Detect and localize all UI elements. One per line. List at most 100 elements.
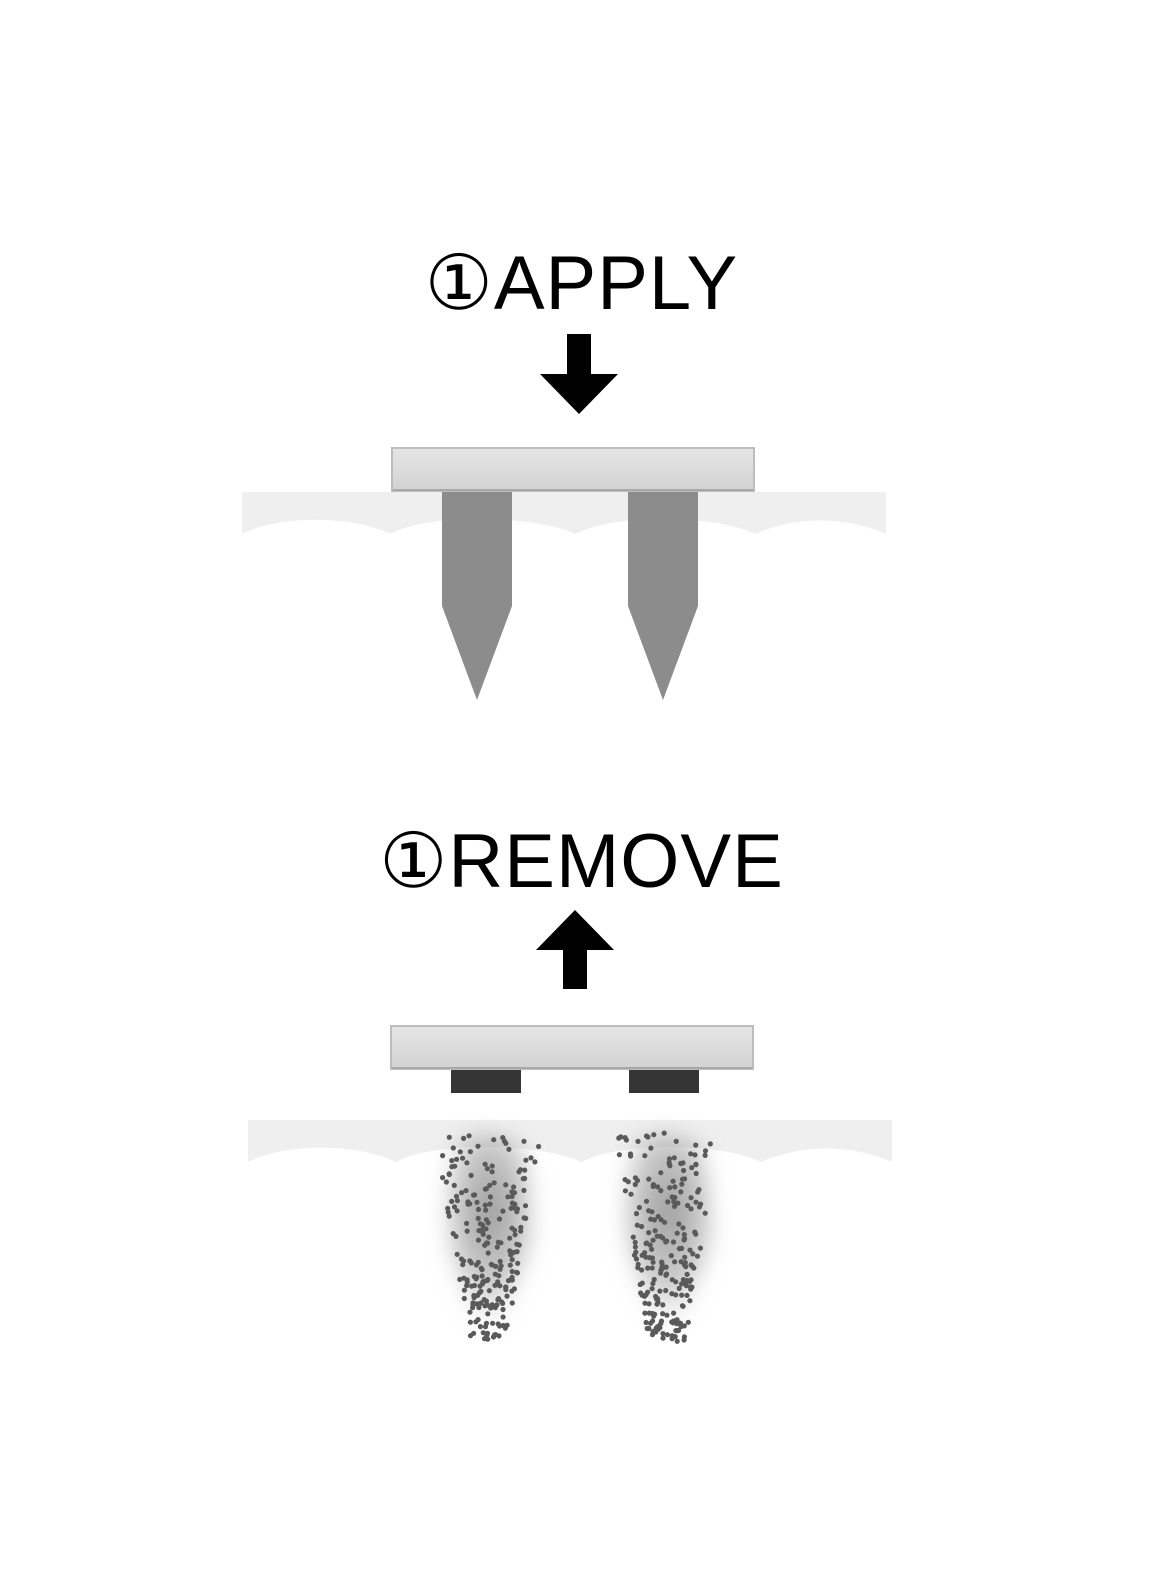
particle-dot — [669, 1277, 675, 1283]
particle-dot — [651, 1313, 657, 1319]
particle-dot — [670, 1239, 677, 1245]
particle-dot — [684, 1271, 690, 1277]
particle-dot — [663, 1287, 669, 1294]
particle-dot — [507, 1262, 513, 1268]
particle-dot — [482, 1324, 489, 1330]
particle-dot — [669, 1194, 675, 1200]
particle-dot — [696, 1204, 703, 1210]
particle-dot — [528, 1155, 534, 1161]
particle-dot — [639, 1267, 645, 1273]
particle-dot — [678, 1160, 684, 1167]
particle-dot — [688, 1151, 694, 1157]
particle-dot — [651, 1132, 657, 1138]
particle-dot — [514, 1241, 520, 1247]
particle-dot — [485, 1276, 491, 1283]
particle-dot — [461, 1258, 467, 1264]
particle-dot — [649, 1265, 655, 1271]
particle-dot — [512, 1201, 518, 1207]
particle-dot — [663, 1264, 669, 1270]
particle-dot — [634, 1222, 640, 1228]
particle-dot — [628, 1191, 634, 1197]
particle-dot — [678, 1259, 684, 1265]
particle-dot — [497, 1283, 503, 1289]
particle-dot — [464, 1160, 470, 1166]
particle-dot — [671, 1203, 678, 1209]
particle-dot — [503, 1287, 509, 1293]
particle-dot — [440, 1153, 446, 1159]
particle-dot — [671, 1155, 677, 1161]
particle-dot — [486, 1288, 492, 1294]
particle-dot — [475, 1143, 481, 1149]
particle-dot — [693, 1161, 699, 1167]
particle-dot — [646, 1301, 652, 1307]
particle-dot — [695, 1189, 701, 1195]
particle-dot — [485, 1250, 491, 1256]
particle-dot — [505, 1194, 511, 1200]
particle-dot — [487, 1194, 493, 1200]
particle-dot — [660, 1335, 666, 1341]
particle-dot — [687, 1247, 693, 1253]
particle-dot — [679, 1292, 685, 1298]
particle-dot — [674, 1338, 680, 1344]
particle-dot — [693, 1170, 699, 1177]
particle-dot — [676, 1221, 682, 1227]
particle-dot — [681, 1334, 688, 1340]
particle-dot — [469, 1283, 475, 1289]
particle-dot — [483, 1207, 489, 1213]
particle-dot — [453, 1193, 460, 1199]
particle-dot — [460, 1155, 466, 1161]
particle-dot — [650, 1183, 656, 1189]
particle-dot — [512, 1232, 518, 1238]
particle-dot — [471, 1330, 477, 1336]
particle-dot — [482, 1161, 488, 1167]
particle-dot — [670, 1320, 677, 1326]
particle-dot — [445, 1205, 451, 1211]
particle-dot — [446, 1171, 452, 1177]
particle-dot — [628, 1153, 634, 1159]
particle-dot — [616, 1152, 623, 1158]
particle-dot — [457, 1276, 463, 1282]
particle-dot — [503, 1182, 509, 1188]
particle-dot — [646, 1230, 652, 1236]
particle-dot — [687, 1298, 693, 1304]
particle-dot — [645, 1134, 651, 1140]
particle-dot — [682, 1236, 688, 1242]
particle-dot — [678, 1323, 684, 1330]
particle-dot — [479, 1273, 485, 1279]
particle-dot — [449, 1198, 455, 1204]
particle-dot — [532, 1159, 538, 1165]
particle-dot — [481, 1336, 488, 1342]
needle-stub — [451, 1070, 521, 1093]
particle-dot — [477, 1283, 483, 1289]
particle-dot — [508, 1205, 514, 1211]
particle-dot — [478, 1300, 484, 1306]
particle-dot — [514, 1249, 520, 1255]
particle-dot — [487, 1201, 493, 1207]
particle-dot — [658, 1318, 665, 1324]
particle-dot — [507, 1248, 513, 1254]
particle-dot — [684, 1292, 690, 1298]
particle-dot — [491, 1137, 497, 1143]
particle-dot — [688, 1195, 694, 1201]
particle-dot — [636, 1204, 643, 1211]
particle-dot — [451, 1204, 458, 1210]
particle-dot — [467, 1149, 473, 1155]
particle-dot — [673, 1138, 679, 1144]
particle-dot — [496, 1333, 502, 1339]
particle-dot — [446, 1134, 452, 1140]
particle-dot — [518, 1224, 524, 1230]
particle-dot — [643, 1198, 650, 1204]
particle-dot — [479, 1267, 485, 1273]
particle-dot — [497, 1323, 503, 1329]
particle-dot — [672, 1259, 678, 1265]
particle-dot — [485, 1311, 491, 1317]
particle-dot — [500, 1208, 506, 1214]
particle-dot — [688, 1286, 694, 1292]
particle-dot — [634, 1177, 641, 1184]
particle-dot — [446, 1213, 452, 1219]
particle-dot — [658, 1217, 664, 1223]
particle-dot — [482, 1202, 488, 1208]
particle-dot — [647, 1320, 654, 1326]
particle-dot — [641, 1293, 648, 1299]
particle-dot — [483, 1186, 489, 1192]
